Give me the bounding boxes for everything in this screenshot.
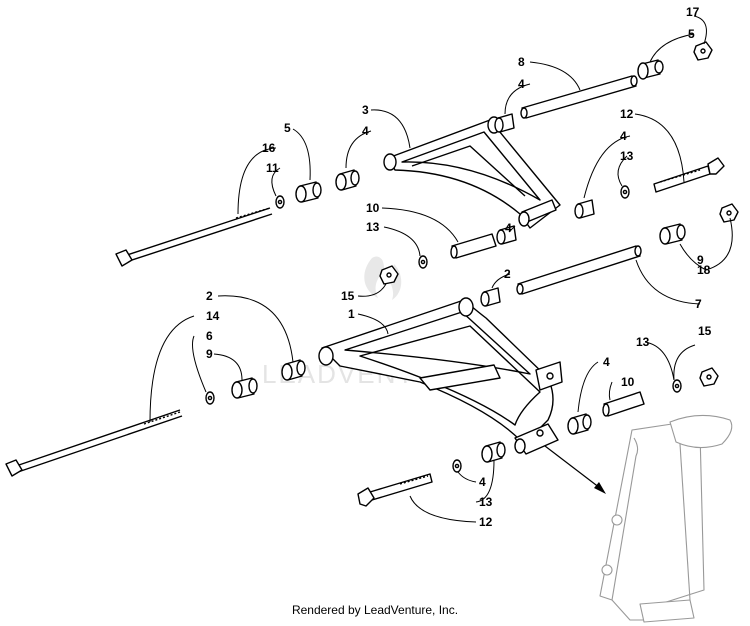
callout-15-upper: 15 xyxy=(341,289,355,303)
callout-13-lower: 13 xyxy=(479,495,493,509)
bushing-4-right xyxy=(574,199,595,219)
upper-a-arm xyxy=(383,116,561,229)
washer-13-mid xyxy=(418,255,428,269)
callout-11: 11 xyxy=(266,161,279,175)
washer-6 xyxy=(205,391,215,405)
callout-12-lower: 12 xyxy=(479,515,493,529)
footer-credit: Rendered by LeadVenture, Inc. xyxy=(291,603,459,617)
callout-1: 1 xyxy=(348,307,355,321)
bushing-5-top xyxy=(637,59,664,80)
bolt-16 xyxy=(115,207,273,267)
callout-13-right: 13 xyxy=(636,335,650,349)
callout-13-upper: 13 xyxy=(620,149,634,163)
callout-6: 6 xyxy=(206,329,213,343)
callout-9-left: 9 xyxy=(206,347,213,361)
leader-lines xyxy=(149,15,733,523)
callout-12-upper: 12 xyxy=(620,107,634,121)
callout-10-lower: 10 xyxy=(621,375,635,389)
nut-15-lower xyxy=(699,367,719,387)
bushing-5-left xyxy=(295,181,322,203)
washer-13-right xyxy=(672,379,682,393)
callout-2-upper: 2 xyxy=(504,267,511,281)
nut-17 xyxy=(693,41,713,61)
spindle-assembly xyxy=(599,414,733,623)
callout-3: 3 xyxy=(362,103,369,117)
callout-15-lower: 15 xyxy=(698,324,712,338)
washer-11 xyxy=(275,195,285,209)
bushing-4-lower-right xyxy=(567,413,592,435)
lower-a-arm xyxy=(318,297,563,455)
spacer-10-lower xyxy=(602,391,645,417)
nut-15-upper xyxy=(379,265,399,285)
washer-13-lower xyxy=(452,459,462,473)
bushing-2-left xyxy=(281,359,306,381)
bolt-12-lower xyxy=(357,473,433,507)
callout-8: 8 xyxy=(518,55,525,69)
washer-13-upper xyxy=(620,185,630,199)
nut-18 xyxy=(719,203,739,223)
callout-14: 14 xyxy=(206,309,220,323)
callout-9-right: 9 xyxy=(697,253,704,267)
callout-4-lower-left: 4 xyxy=(479,475,486,489)
bushing-9-right xyxy=(659,223,686,245)
arrow-to-spindle xyxy=(544,445,606,494)
callout-4-top: 4 xyxy=(518,77,525,91)
shaft-8 xyxy=(520,75,638,119)
callout-16: 16 xyxy=(262,141,276,155)
callout-17: 17 xyxy=(686,5,700,19)
callout-18: 18 xyxy=(697,263,711,277)
callout-10-upper: 10 xyxy=(366,201,380,215)
bolt-14 xyxy=(5,409,183,477)
shaft-7 xyxy=(516,245,642,295)
callout-labels: 17 5 8 4 3 4 5 16 11 12 4 13 10 13 4 15 … xyxy=(206,5,712,529)
callout-4-upper-left: 4 xyxy=(362,124,369,138)
callout-2-left: 2 xyxy=(206,289,213,303)
bolt-12-upper xyxy=(653,157,725,193)
callout-4-mid: 4 xyxy=(505,221,512,235)
callout-7: 7 xyxy=(695,297,702,311)
spacer-10-upper xyxy=(450,233,497,259)
bushing-9-left xyxy=(231,377,258,399)
callout-4-lower-right: 4 xyxy=(603,355,610,369)
bushing-4-top xyxy=(494,113,515,133)
bushing-4-left xyxy=(335,169,360,191)
bushing-4-mid xyxy=(496,225,517,245)
bushing-4-lower-left xyxy=(481,441,506,463)
callout-4-upper-right: 4 xyxy=(620,129,627,143)
callout-13-mid: 13 xyxy=(366,220,380,234)
callout-5-top: 5 xyxy=(688,27,695,41)
callout-5-left: 5 xyxy=(284,121,291,135)
bushing-2-upper xyxy=(480,287,501,307)
